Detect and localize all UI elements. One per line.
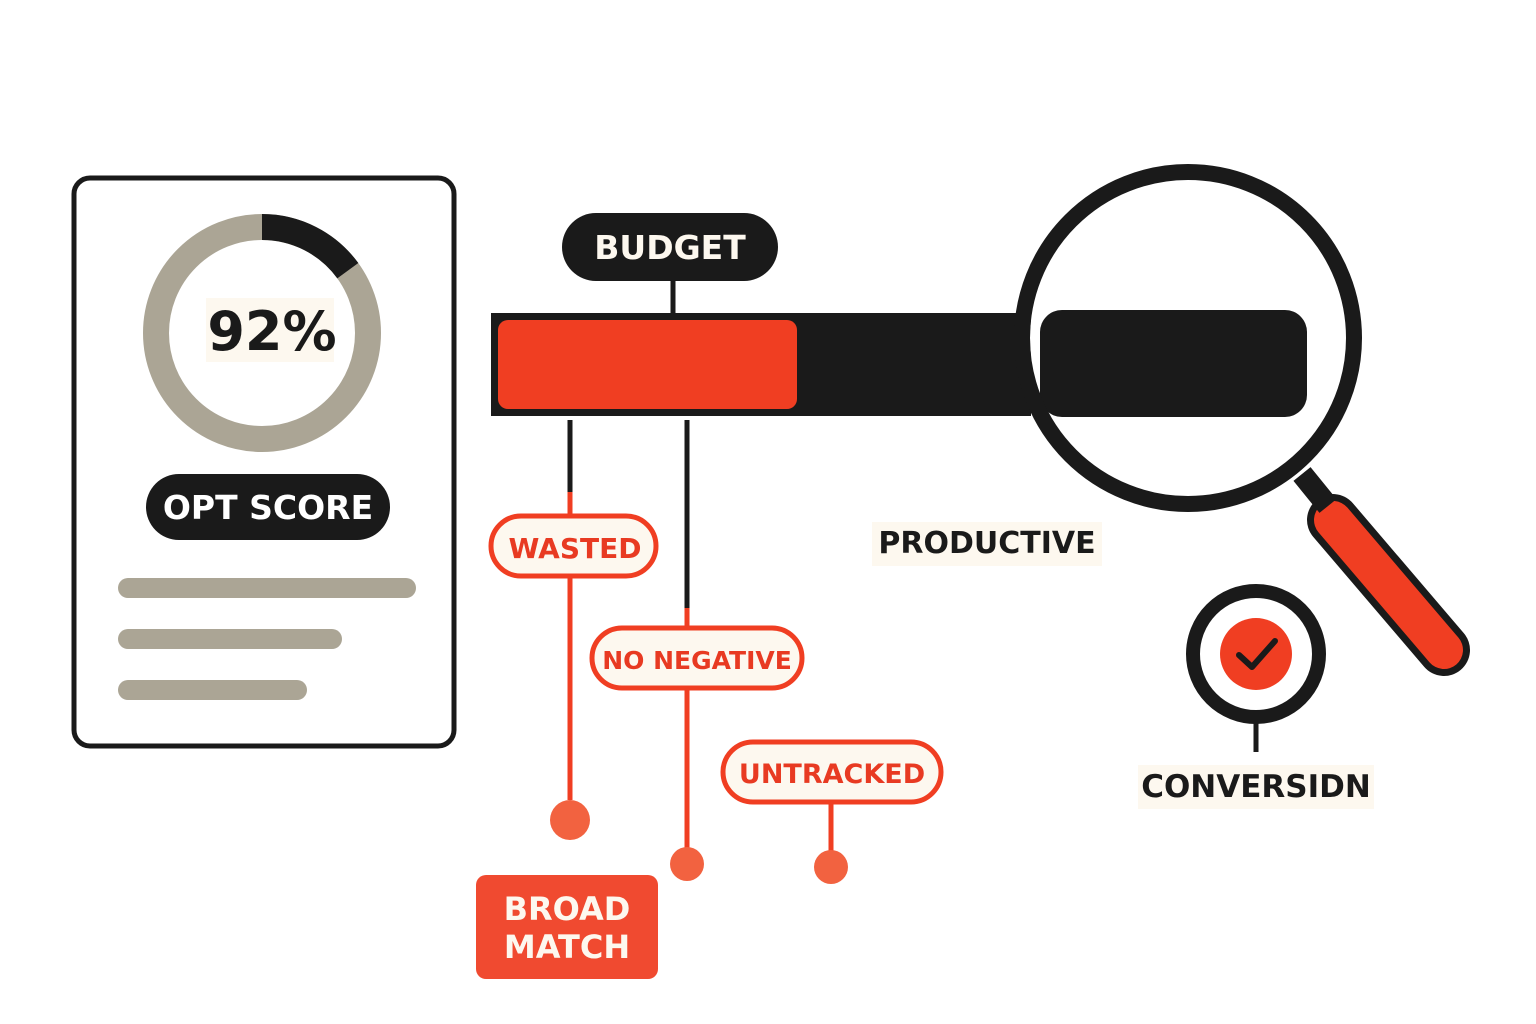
issue-tags: WASTED NO NEGATIVE UNTRACKED BROAD MATCH <box>476 513 944 979</box>
wasted-tag <box>488 513 659 579</box>
budget-bar-wasted-fill <box>498 320 797 409</box>
magnifying-glass-icon <box>1014 164 1470 676</box>
budget-label: BUDGET <box>594 228 746 267</box>
untracked-connector-dot <box>814 850 848 884</box>
score-value-backdrop <box>206 298 334 362</box>
score-ring-fill <box>261 214 359 279</box>
no-negative-tag <box>589 625 805 691</box>
budget-bar <box>491 313 1031 416</box>
wasted-connector-dot <box>550 800 590 840</box>
check-circle-icon <box>1220 618 1292 690</box>
broad-match-label-line2: MATCH <box>504 928 630 966</box>
no-negative-label: NO NEGATIVE <box>602 646 792 675</box>
productive-label: PRODUCTIVE <box>878 526 1095 561</box>
magnifier-lens-rim <box>1014 164 1362 512</box>
magnified-bar-segment <box>1040 310 1307 417</box>
check-circle-fill <box>1220 618 1292 690</box>
broad-match-label-line1: BROAD <box>504 890 631 928</box>
opt-score-label: OPT SCORE <box>163 488 373 527</box>
score-card: 92% OPT SCORE <box>71 175 457 749</box>
score-card-frame <box>71 175 457 749</box>
untracked-label: UNTRACKED <box>739 759 925 790</box>
budget-badge <box>562 213 778 281</box>
budget-label-group: BUDGET <box>562 213 778 316</box>
check-mark <box>1236 638 1278 670</box>
untracked-tag <box>720 739 944 805</box>
opt-score-badge <box>146 474 390 540</box>
broad-match-tag <box>476 875 658 979</box>
no-negative-connector-dot <box>670 847 704 881</box>
conversion-label: CONVERSIDN <box>1141 769 1371 805</box>
score-value: 92% <box>207 300 336 363</box>
magnifier-neck <box>1293 467 1337 513</box>
conversion-label-backdrop <box>1138 765 1374 809</box>
productive-label-backdrop <box>872 522 1102 566</box>
wasted-label: WASTED <box>509 532 642 565</box>
magnifier-handle <box>1314 501 1463 669</box>
issue-connectors <box>550 420 848 884</box>
conversion-marker: CONVERSIDN <box>1138 584 1374 809</box>
